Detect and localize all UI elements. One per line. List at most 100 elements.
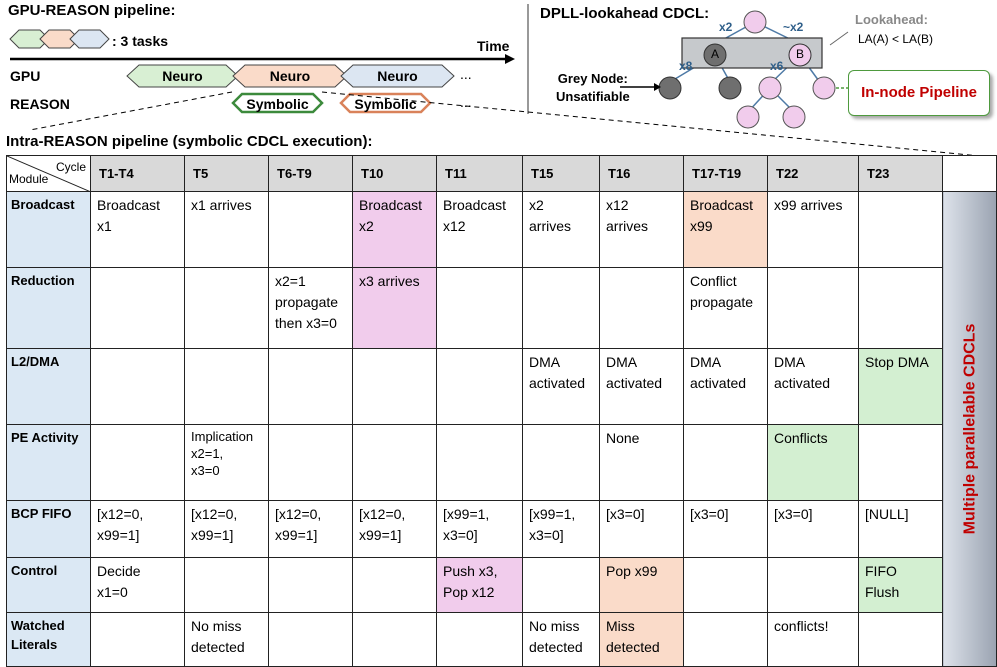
table-cell: Broadcast x2 xyxy=(352,191,437,268)
table-cell: Stop DMA xyxy=(858,347,943,426)
table-cell: Broadcast x1 xyxy=(90,191,185,268)
table-cell: [x3=0] xyxy=(683,499,768,558)
column-header: T5 xyxy=(184,155,269,192)
table-cell xyxy=(352,556,437,614)
table-cell xyxy=(683,612,768,667)
table-cell xyxy=(184,347,269,426)
node-a-label: A xyxy=(710,47,719,61)
sidebar-header-blank xyxy=(942,155,997,192)
table-cell xyxy=(184,556,269,614)
column-header: T22 xyxy=(767,155,859,192)
table-cell xyxy=(268,612,353,667)
module-label: Control xyxy=(6,556,91,614)
node-b-label: B xyxy=(795,47,804,61)
column-header: T1-T4 xyxy=(90,155,185,192)
edge-label-x8: x8 xyxy=(679,59,693,73)
module-label: BCP FIFO xyxy=(6,499,91,558)
module-label: Watched Literals xyxy=(6,612,91,667)
table-cell xyxy=(522,266,600,349)
table-cell: [x12=0, x99=1] xyxy=(268,499,353,558)
table-cell: x12 arrives xyxy=(599,191,684,268)
node-a xyxy=(703,43,727,67)
pink-node-2 xyxy=(812,76,836,100)
table-cell xyxy=(352,612,437,667)
table-cell: Conflicts xyxy=(767,424,859,501)
table-cell xyxy=(858,612,943,667)
column-header: T11 xyxy=(436,155,523,192)
column-header: T15 xyxy=(522,155,600,192)
corner-module-label: Module xyxy=(9,172,49,186)
grey-node-1 xyxy=(658,76,682,100)
corner-header: Cycle Module xyxy=(6,155,91,192)
time-label: Time xyxy=(477,38,510,54)
table-cell: Conflict propagate xyxy=(683,266,768,349)
table-cell: [x99=1, x3=0] xyxy=(436,499,523,558)
table-cell xyxy=(858,191,943,268)
table-cell: No miss detected xyxy=(184,612,269,667)
table-cell xyxy=(436,424,523,501)
lookahead-title: Lookahead: xyxy=(855,12,928,27)
table-cell xyxy=(599,266,684,349)
parallel-cdcl-sidebar: Multiple parallelable CDCLs xyxy=(942,191,997,667)
grey-node-2 xyxy=(718,76,742,100)
column-header: T10 xyxy=(352,155,437,192)
table-cell: x99 arrives xyxy=(767,191,859,268)
table-cell xyxy=(184,266,269,349)
intra-reason-title: Intra-REASON pipeline (symbolic CDCL exe… xyxy=(6,133,373,150)
table-row-control: Control Decide x1=0 Push x3, Pop x12 Pop… xyxy=(6,556,997,614)
table-cell xyxy=(436,612,523,667)
table-cell: None xyxy=(599,424,684,501)
lookahead-formula: LA(A) < LA(B) xyxy=(858,32,934,46)
table-cell xyxy=(683,556,768,614)
table-cell: [x12=0, x99=1] xyxy=(90,499,185,558)
pink-node-4 xyxy=(782,105,806,129)
table-header-row: Cycle Module T1-T4 T5 T6-T9 T10 T11 T15 … xyxy=(6,155,997,192)
table-cell xyxy=(268,347,353,426)
table-cell: conflicts! xyxy=(767,612,859,667)
gpu-row-label: GPU xyxy=(10,68,41,84)
table-cell xyxy=(858,424,943,501)
table-cell: [x12=0, x99=1] xyxy=(352,499,437,558)
table-cell xyxy=(522,424,600,501)
table-cell xyxy=(352,424,437,501)
table-cell xyxy=(352,347,437,426)
table-cell xyxy=(767,266,859,349)
table-cell: [x3=0] xyxy=(767,499,859,558)
corner-cycle-label: Cycle xyxy=(55,160,86,174)
node-b xyxy=(788,43,812,67)
table-cell: FIFO Flush xyxy=(858,556,943,614)
table-cell: Broadcast x99 xyxy=(683,191,768,268)
table-cell: DMA activated xyxy=(683,347,768,426)
gpu-stage-label-1: Neuro xyxy=(162,68,203,84)
table-row-reduction: Reduction x2=1 propagate then x3=0 x3 ar… xyxy=(6,266,997,349)
dpll-title: DPLL-lookahead CDCL: xyxy=(540,5,710,22)
table-cell xyxy=(436,347,523,426)
column-header: T23 xyxy=(858,155,943,192)
table-row-watched-literals: Watched Literals No miss detected No mis… xyxy=(6,612,997,667)
column-header: T6-T9 xyxy=(268,155,353,192)
table-cell: [x3=0] xyxy=(599,499,684,558)
reason-stage-label-1: Symbolic xyxy=(246,96,309,112)
table-row-bcp-fifo: BCP FIFO [x12=0, x99=1] [x12=0, x99=1] [… xyxy=(6,499,997,558)
table-cell: No miss detected xyxy=(522,612,600,667)
table-row-l2-dma: L2/DMA DMA activated DMA activated DMA a… xyxy=(6,347,997,426)
grey-node-label: Grey Node: Unsatifiable xyxy=(556,71,630,104)
table-cell: x2 arrives xyxy=(522,191,600,268)
gpu-ellipsis: ... xyxy=(460,66,472,82)
table-cell: DMA activated xyxy=(767,347,859,426)
edge-label-x6: x6 xyxy=(770,59,784,73)
gpu-neuro-stage-3 xyxy=(340,64,455,88)
root-node xyxy=(743,10,767,34)
table-row-broadcast: Broadcast Broadcast x1 x1 arrives Broadc… xyxy=(6,191,997,667)
table-cell xyxy=(268,191,353,268)
table-cell xyxy=(683,424,768,501)
reason-stage-label-2: Symbolic xyxy=(354,96,417,112)
table-cell: Broadcast x12 xyxy=(436,191,523,268)
pink-node-3 xyxy=(736,105,760,129)
table-cell xyxy=(767,556,859,614)
table-cell: [x99=1, x3=0] xyxy=(522,499,600,558)
table-cell xyxy=(90,612,185,667)
table-cell: DMA activated xyxy=(599,347,684,426)
reason-row-label: REASON xyxy=(10,96,70,112)
table-cell xyxy=(268,556,353,614)
